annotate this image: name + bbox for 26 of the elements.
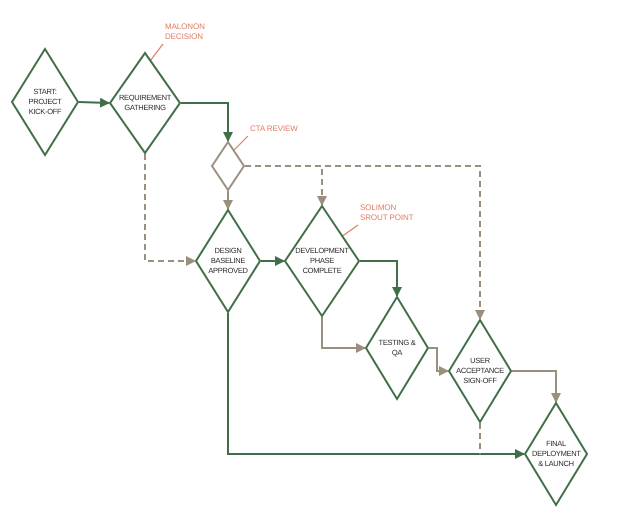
decision-diamond (284, 205, 360, 317)
connector-line (479, 423, 481, 454)
arrow (429, 347, 449, 376)
arrow (360, 260, 402, 297)
callout-text: MALONON DECISION (165, 22, 205, 42)
decision-diamond (448, 319, 512, 423)
arrow (223, 191, 233, 210)
leader-line (342, 224, 358, 236)
callout-text: SOLIMON SROUT POINT (360, 203, 420, 223)
arrow (144, 154, 196, 266)
arrow (321, 317, 366, 353)
leader-line (234, 136, 248, 150)
arrow (78, 98, 110, 108)
decision-diamond (11, 48, 79, 156)
callout-text: CTA REVIEW (250, 124, 300, 134)
decision-diamond (109, 52, 181, 154)
arrow (245, 165, 485, 320)
arrow (512, 370, 561, 403)
decision-diamond (195, 209, 261, 313)
decision-diamond (365, 296, 429, 400)
arrow (227, 313, 525, 459)
arrow (261, 256, 285, 266)
decision-diamond (524, 402, 588, 506)
leader-line (150, 44, 164, 61)
decision-diamond (211, 141, 245, 191)
arrow (181, 102, 233, 142)
